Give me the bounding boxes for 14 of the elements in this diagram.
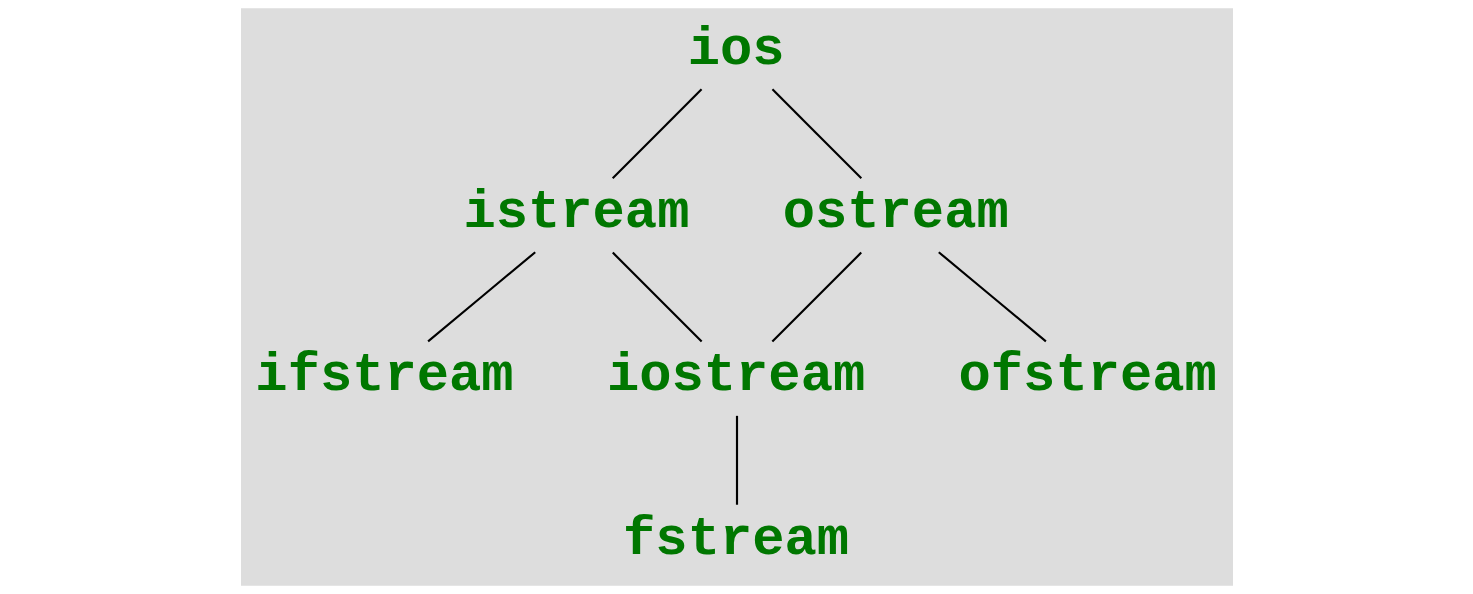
node-text: ostream [782, 182, 1009, 244]
node-text: fstream [622, 508, 849, 570]
connector [771, 251, 862, 343]
connector [611, 251, 702, 343]
connector [426, 251, 536, 343]
connector [937, 251, 1047, 343]
connector [771, 88, 862, 179]
node-text: ifstream [254, 345, 514, 407]
connector [611, 88, 702, 179]
node-text: ofstream [958, 345, 1217, 407]
node-text: ios [687, 18, 785, 80]
node-text: istream [462, 182, 689, 244]
node-text: iostream [606, 345, 865, 407]
connector [735, 415, 738, 505]
